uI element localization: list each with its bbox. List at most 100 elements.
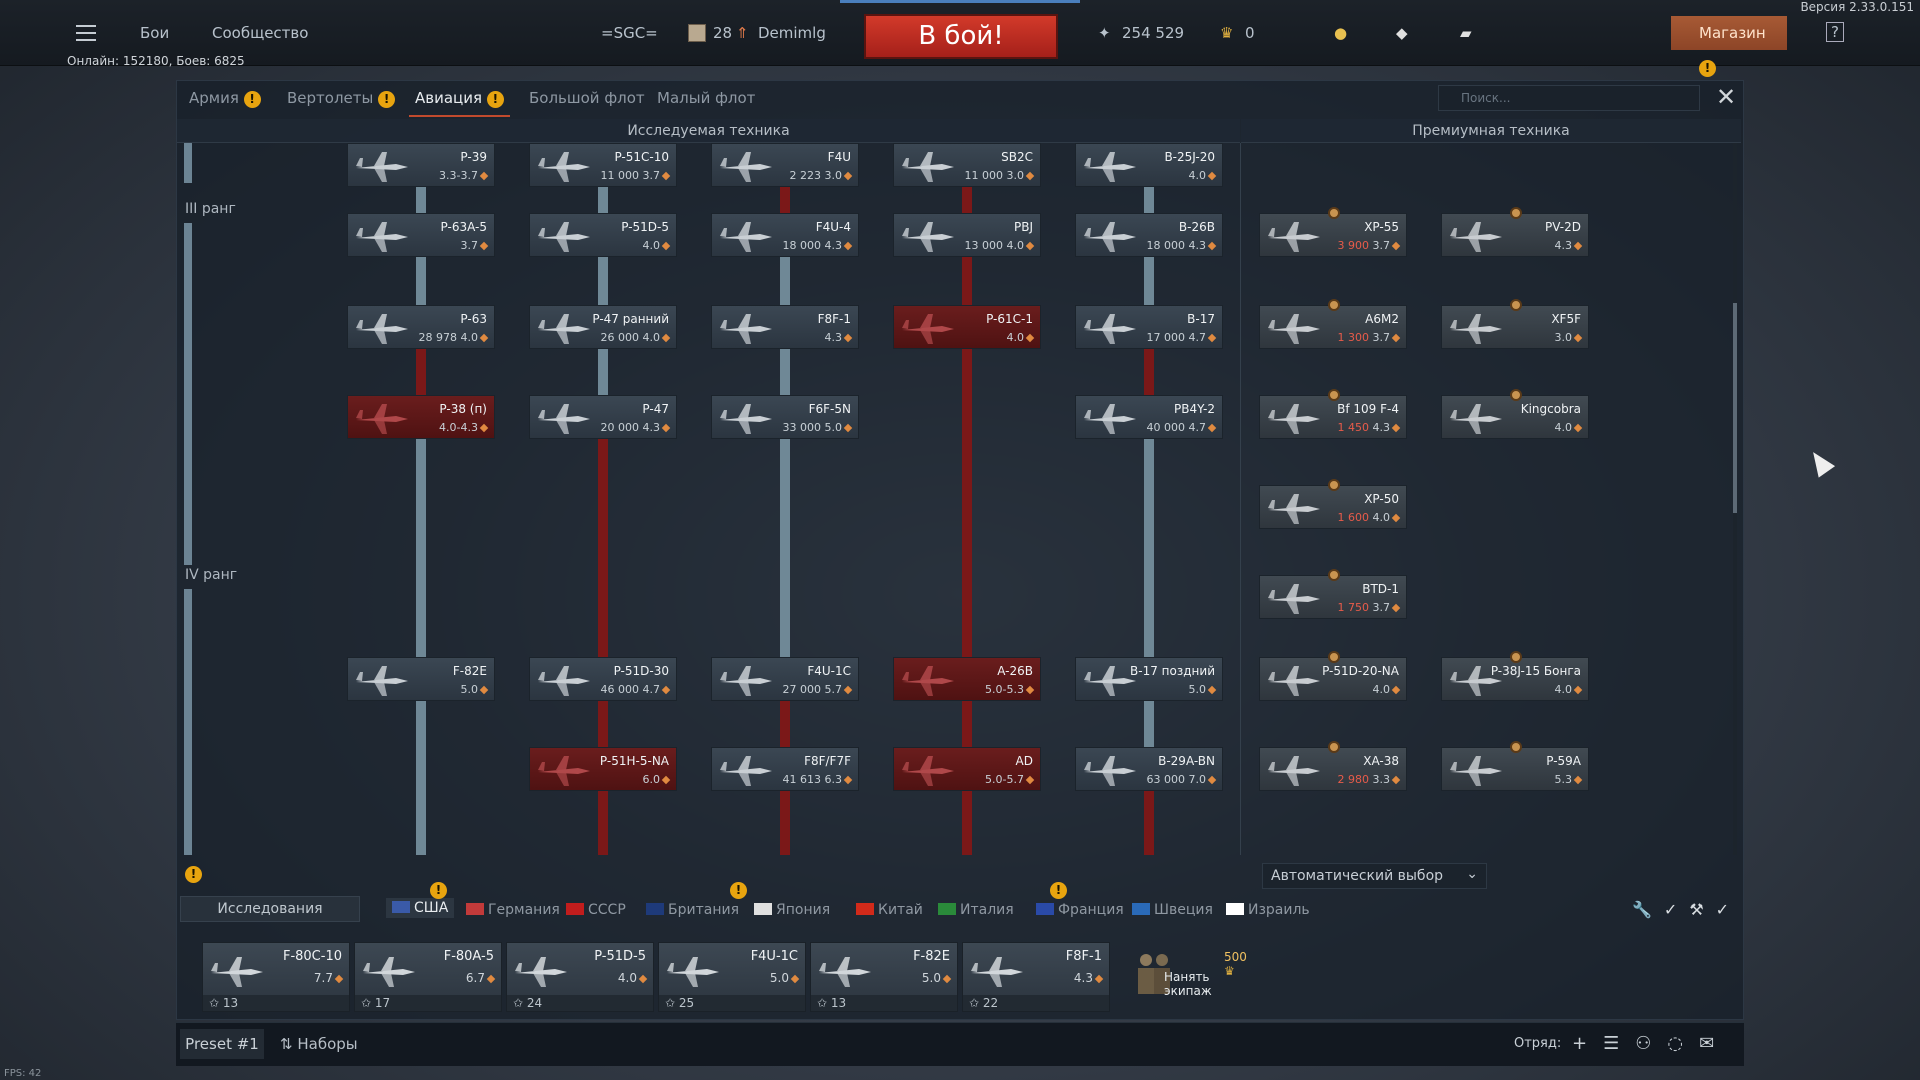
squadron-tag[interactable]: =SGC= bbox=[601, 24, 658, 42]
contacts-icon[interactable]: ⚇ bbox=[1635, 1033, 1668, 1054]
chat-icon[interactable]: ◌ bbox=[1667, 1033, 1700, 1054]
premium-vehicle-card[interactable]: P-51D-20-NA 4.0 bbox=[1259, 651, 1407, 701]
nation-tab[interactable]: Германия bbox=[466, 902, 560, 918]
hire-crew-button[interactable]: 500 ♛ Нанять экипаж bbox=[1134, 942, 1254, 1012]
hire-label: Нанять экипаж bbox=[1164, 970, 1212, 998]
tab-bluewater-fleet[interactable]: Большой флот bbox=[529, 89, 645, 107]
premium-vehicle-card[interactable]: XF5F 3.0 bbox=[1441, 299, 1589, 349]
premium-vehicle-card[interactable]: Kingcobra 4.0 bbox=[1441, 389, 1589, 439]
battle-button[interactable]: В бой! bbox=[864, 14, 1058, 59]
player-nickname[interactable]: Demimlg bbox=[758, 24, 826, 42]
rank-icon bbox=[1207, 333, 1217, 343]
nation-tab[interactable]: Китай bbox=[856, 902, 923, 918]
preset-button[interactable]: Preset #1 bbox=[180, 1029, 264, 1059]
auto-select-dropdown[interactable]: Автоматический выбор⌄ bbox=[1262, 863, 1487, 889]
mail-icon[interactable]: ✉ bbox=[1699, 1033, 1731, 1054]
tab-helicopters[interactable]: Вертолеты ! bbox=[287, 89, 396, 108]
tab-aviation[interactable]: Авиация ! bbox=[409, 89, 510, 117]
repair-icon[interactable]: ⚒ bbox=[1689, 900, 1716, 919]
list-icon[interactable]: ☰ bbox=[1603, 1033, 1636, 1054]
vehicle-name: P-63A-5 bbox=[440, 220, 487, 234]
aircraft-icon bbox=[902, 152, 954, 182]
nation-tab[interactable]: СССР bbox=[566, 902, 626, 918]
sets-button[interactable]: ⇅ Наборы bbox=[280, 1035, 358, 1053]
aircraft-icon bbox=[1268, 666, 1320, 696]
premium-vehicle-card[interactable]: P-38J-15 Бонга 4.0 bbox=[1441, 651, 1589, 701]
community-menu[interactable]: Сообщество bbox=[212, 24, 309, 42]
help-icon[interactable]: ? bbox=[1826, 22, 1844, 42]
tab-army[interactable]: Армия ! bbox=[189, 89, 261, 108]
tab-coastal-fleet[interactable]: Малый флот bbox=[657, 89, 756, 107]
aircraft-icon bbox=[1084, 756, 1136, 786]
warning-shield-icon[interactable]: ! bbox=[185, 863, 202, 883]
nation-tab[interactable]: Италия bbox=[938, 902, 1014, 918]
shop-button[interactable]: Магазин ! bbox=[1671, 16, 1787, 77]
rank-icon bbox=[638, 974, 648, 984]
nation-tab[interactable]: Франция bbox=[1036, 902, 1124, 918]
check-icon[interactable]: ✓ bbox=[1663, 900, 1690, 919]
research-dropdown[interactable]: Исследования bbox=[180, 896, 360, 922]
nation-tab[interactable]: Британия bbox=[646, 902, 739, 918]
nation-tab[interactable]: Япония bbox=[754, 902, 830, 918]
close-icon[interactable]: ✕ bbox=[1715, 83, 1737, 111]
check-icon[interactable]: ✓ bbox=[1715, 900, 1742, 919]
add-squad-icon[interactable]: + bbox=[1572, 1033, 1604, 1054]
nation-tab[interactable]: Израиль bbox=[1226, 902, 1310, 918]
nation-tab[interactable]: США bbox=[386, 898, 455, 918]
premium-vehicle-card[interactable]: P-59A 5.3 bbox=[1441, 741, 1589, 791]
avatar[interactable] bbox=[688, 24, 706, 42]
search-input[interactable]: Поиск... bbox=[1438, 85, 1700, 111]
menu-icon[interactable] bbox=[76, 25, 96, 41]
tree-link bbox=[598, 257, 608, 305]
vehicle-name: SB2C bbox=[1001, 150, 1033, 164]
vehicle-card[interactable]: P-38 (п)4.0-4.3 bbox=[347, 395, 495, 439]
diamond-icon[interactable]: ◆ bbox=[1396, 24, 1408, 42]
wrench-icon[interactable]: 🔧 bbox=[1632, 900, 1664, 919]
scrollbar[interactable] bbox=[1733, 143, 1737, 855]
battles-menu[interactable]: Бои bbox=[140, 24, 170, 42]
ticket-icon[interactable]: ▰ bbox=[1460, 24, 1472, 42]
nation-tab[interactable]: Швеция bbox=[1132, 902, 1213, 918]
lightbulb-icon[interactable]: ● bbox=[1334, 24, 1348, 42]
premium-vehicle-card[interactable]: PV-2D 4.3 bbox=[1441, 207, 1589, 257]
